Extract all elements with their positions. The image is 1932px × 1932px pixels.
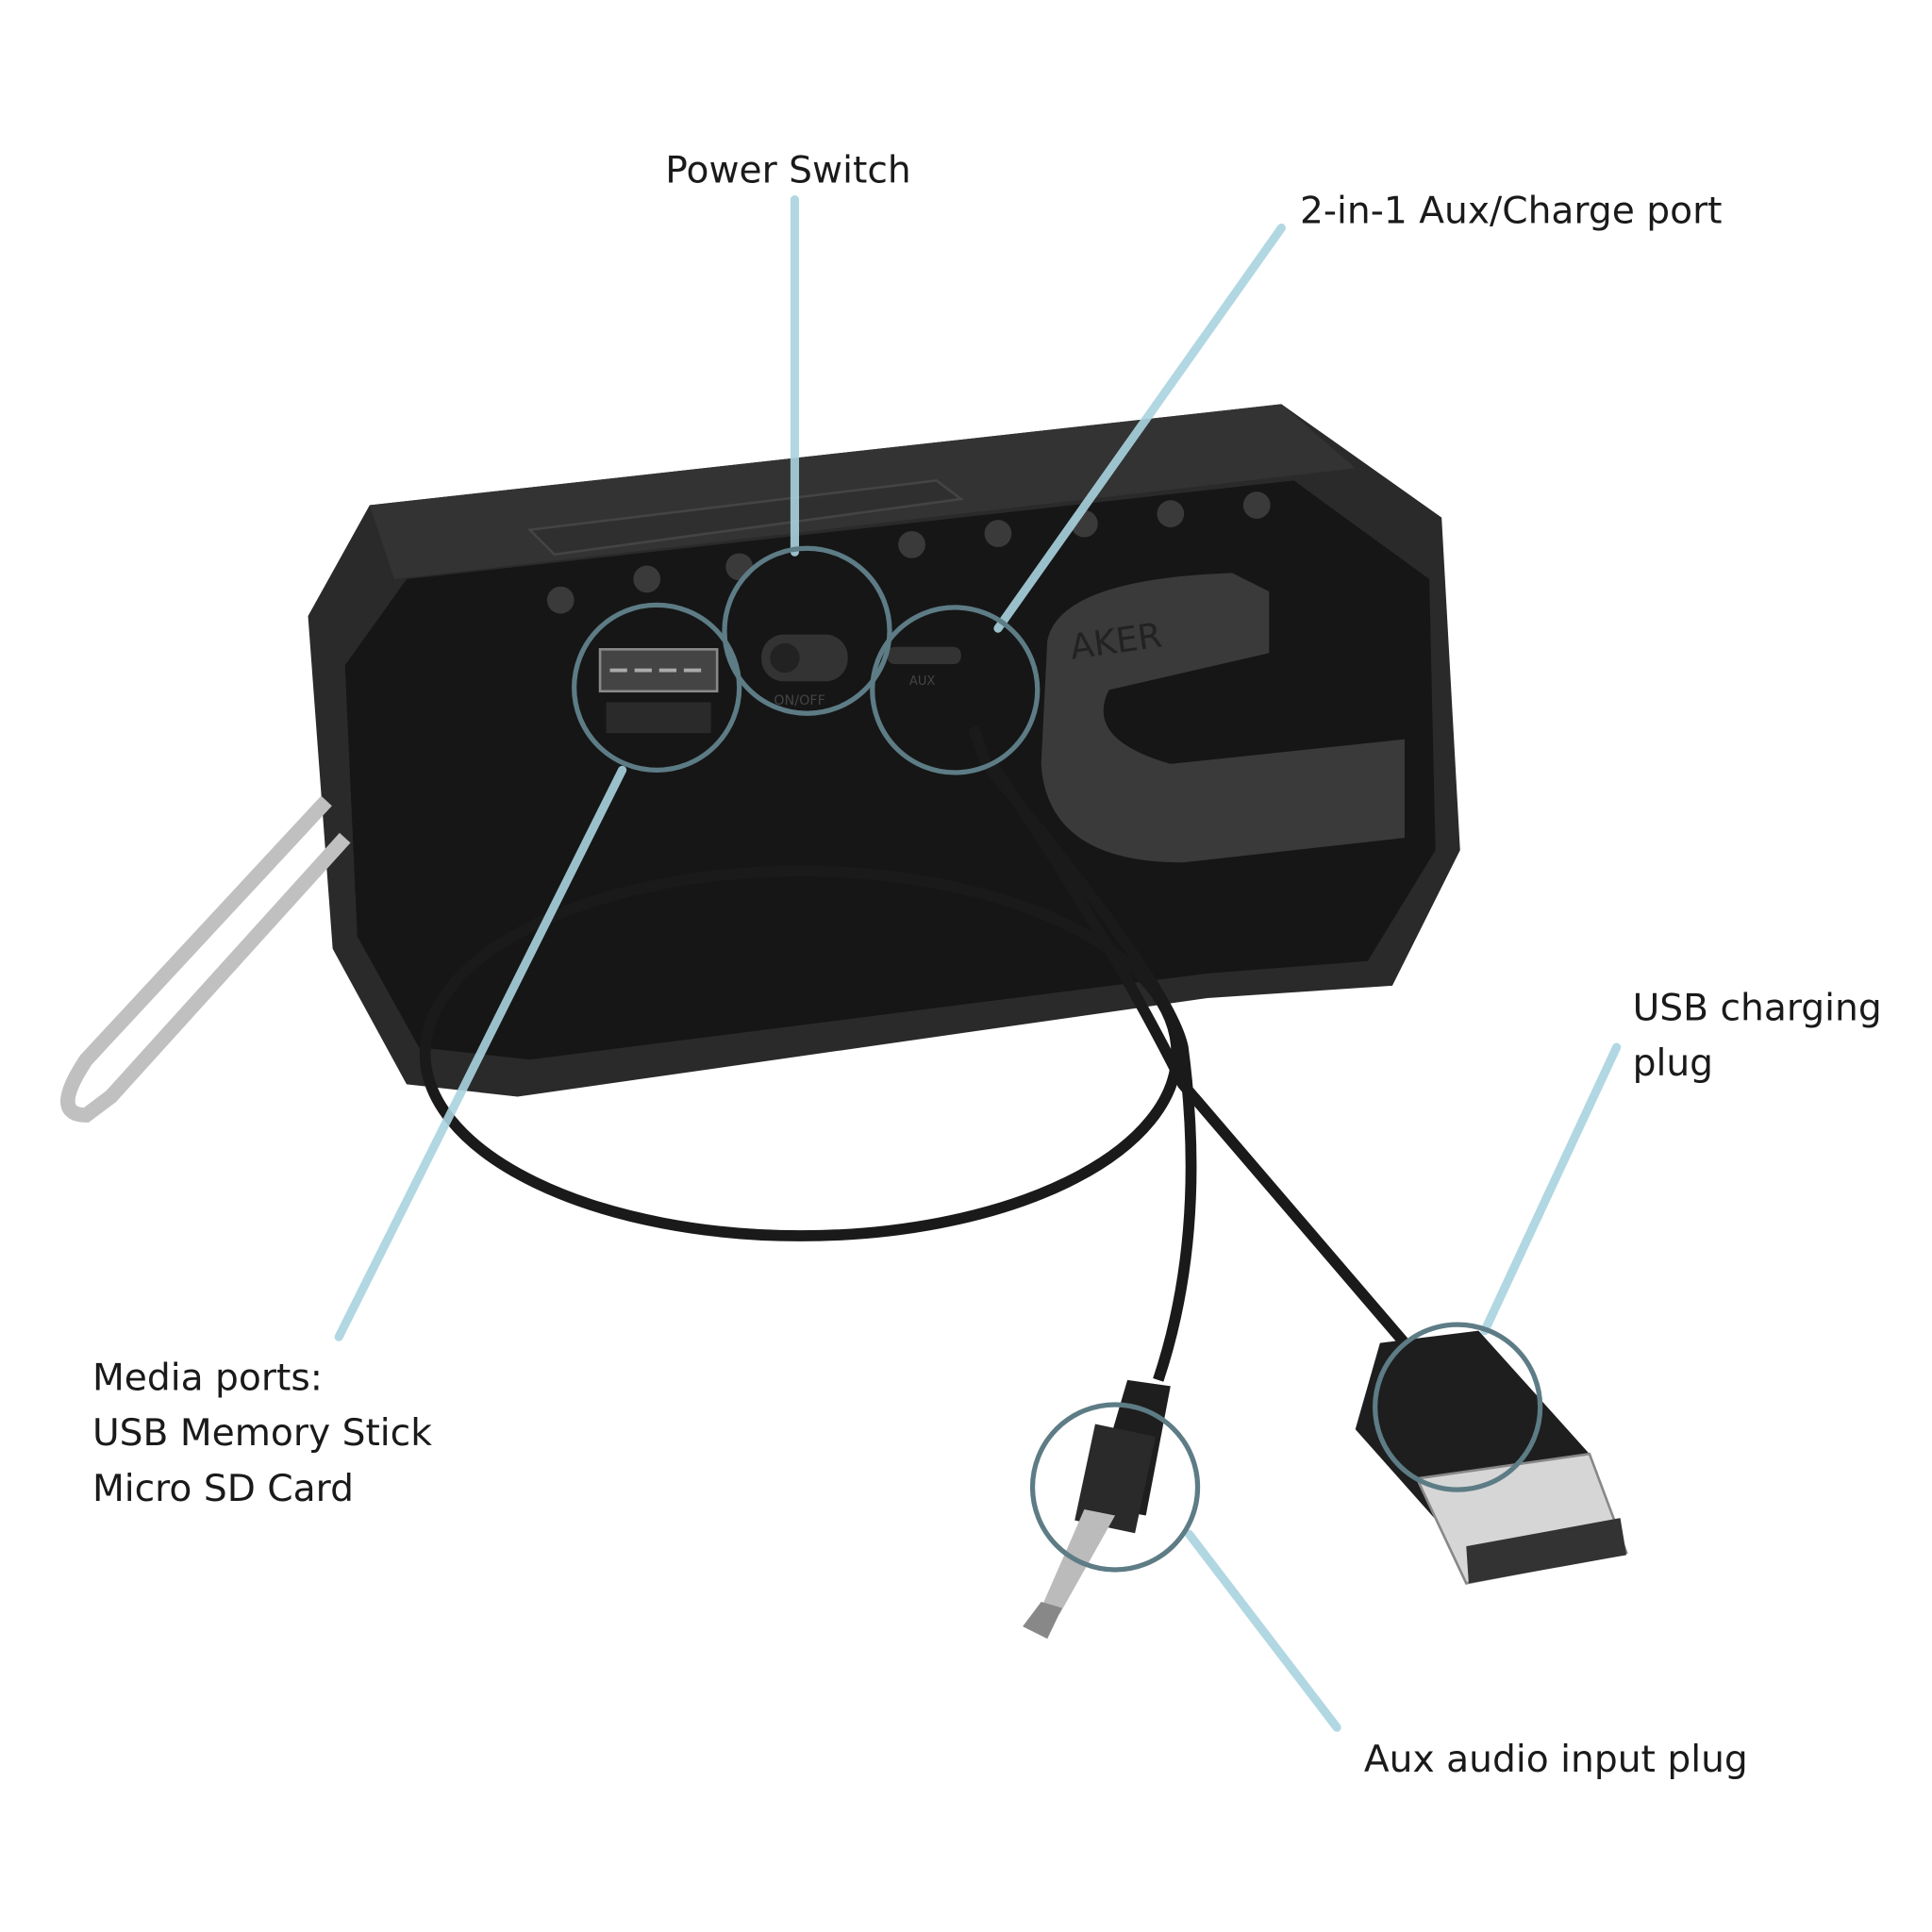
aux-port-ring xyxy=(870,605,1041,775)
label-aux-charge-port: 2-in-1 Aux/Charge port xyxy=(1300,190,1723,232)
aux-charge-callout-line xyxy=(993,224,1286,633)
aux-plug xyxy=(1023,1379,1171,1640)
label-media-ports-3: Micro SD Card xyxy=(92,1468,354,1510)
label-media-ports-2: USB Memory Stick xyxy=(92,1412,432,1455)
media-callout-line xyxy=(334,765,627,1341)
aux-plug-ring xyxy=(1029,1402,1201,1573)
power-switch-ring xyxy=(722,545,892,716)
callout-lines xyxy=(334,195,1622,1732)
usb-plug-ring xyxy=(1373,1322,1543,1492)
label-usb-charging-2: plug xyxy=(1633,1042,1713,1085)
aux-port xyxy=(887,646,961,664)
label-power-switch: Power Switch xyxy=(665,149,910,192)
carabiner xyxy=(60,795,351,1123)
aux-mark: AUX xyxy=(909,675,935,689)
speaker-body: AKER ON/OFF AUX xyxy=(308,404,1460,1097)
usb-plug-callout-line xyxy=(1480,1042,1622,1336)
media-ports-ring xyxy=(572,602,742,773)
top-bumps xyxy=(546,491,1271,614)
switch-mark: ON/OFF xyxy=(774,693,825,708)
callout-rings xyxy=(572,545,1543,1573)
label-aux-audio-plug: Aux audio input plug xyxy=(1364,1739,1748,1781)
label-media-ports-1: Media ports: xyxy=(92,1357,323,1399)
label-usb-charging-1: USB charging xyxy=(1633,987,1882,1029)
strap xyxy=(1041,573,1405,863)
aux-plug-callout-line xyxy=(1184,1529,1341,1732)
usb-plug xyxy=(1355,1330,1628,1585)
cable xyxy=(419,724,1409,1382)
